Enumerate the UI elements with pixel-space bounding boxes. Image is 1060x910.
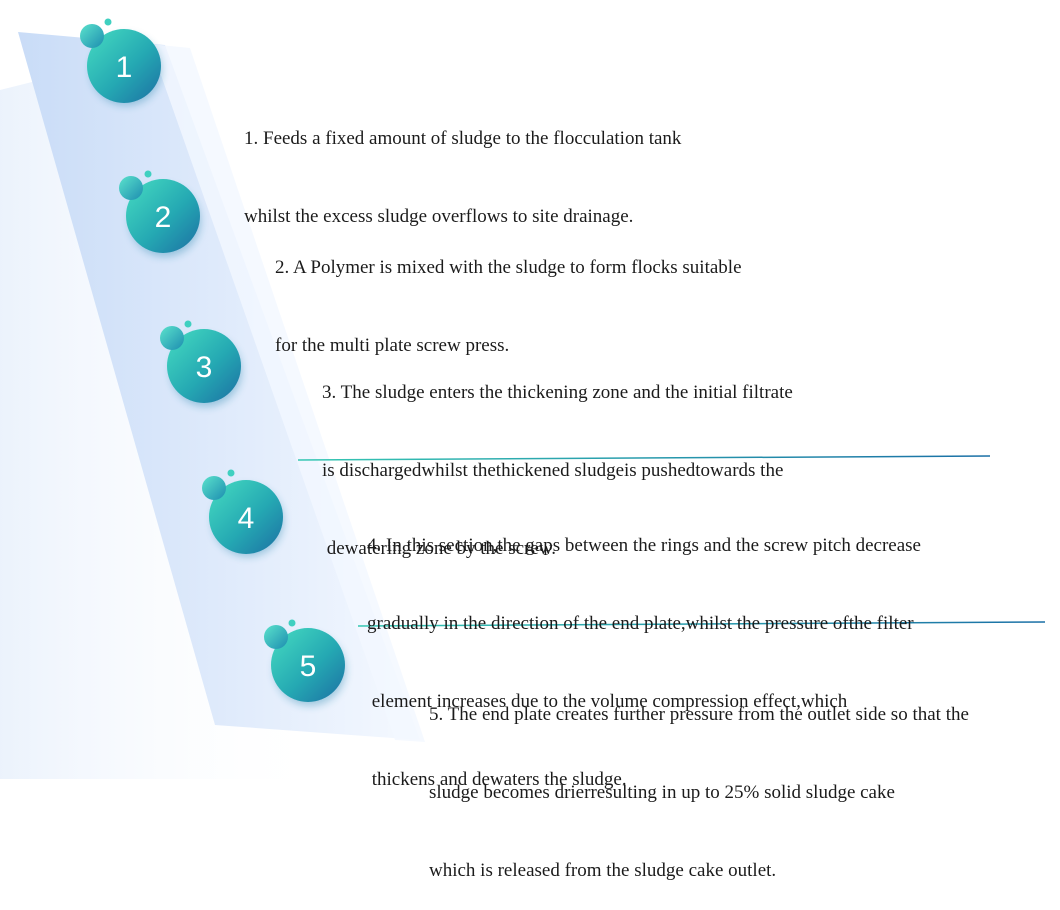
step-5-line-2: sludge becomes drierresulting in up to 2… [429,782,895,803]
step-4-line-1: 4. In this section,the gaps between the … [367,535,921,556]
step-5-description: 5. The end plate creates further pressur… [429,650,969,910]
process-diagram: 1 2 3 4 5 [0,18,1046,779]
step-1-line-2: whilst the excess sludge overflows to si… [244,206,634,227]
step-badge-number-1: 1 [116,51,133,84]
step-badge-3: 3 [160,320,242,407]
step-badge-number-2: 2 [155,201,172,234]
step-5-line-1: 5. The end plate creates further pressur… [429,704,969,725]
step-badge-2: 2 [119,170,201,257]
step-badge-number-5: 5 [300,650,317,683]
step-3-description: 3. The sludge enters the thickening zone… [322,328,793,588]
step-5-line-3: which is released from the sludge cake o… [429,860,777,881]
divider-line-4 [297,455,991,461]
step-2-line-2: for the multi plate screw press. [275,335,510,356]
step-4-line-2: gradually in the direction of the end pl… [367,613,914,634]
step-badge-number-3: 3 [196,351,213,384]
step-3-line-3: dewatering zone by the screw. [322,538,557,559]
divider-line-5 [357,621,1046,627]
step-1-description: 1. Feeds a fixed amount of sludge to the… [244,74,681,256]
step-1-line-1: 1. Feeds a fixed amount of sludge to the… [244,128,682,149]
step-badge-1: 1 [80,18,162,106]
step-4-line-3: element increases due to the volume comp… [367,691,848,712]
step-3-line-2: is dischargedwhilst thethickened sludgei… [322,460,784,481]
step-2-description: 2. A Polymer is mixed with the sludge to… [275,203,742,385]
step-badge-number-4: 4 [238,502,255,535]
step-3-line-1: 3. The sludge enters the thickening zone… [322,382,793,403]
diagonal-band-highlight [150,44,425,742]
step-badge-5: 5 [264,619,346,706]
step-2-line-1: 2. A Polymer is mixed with the sludge to… [275,257,742,278]
step-badge-4: 4 [202,469,284,557]
